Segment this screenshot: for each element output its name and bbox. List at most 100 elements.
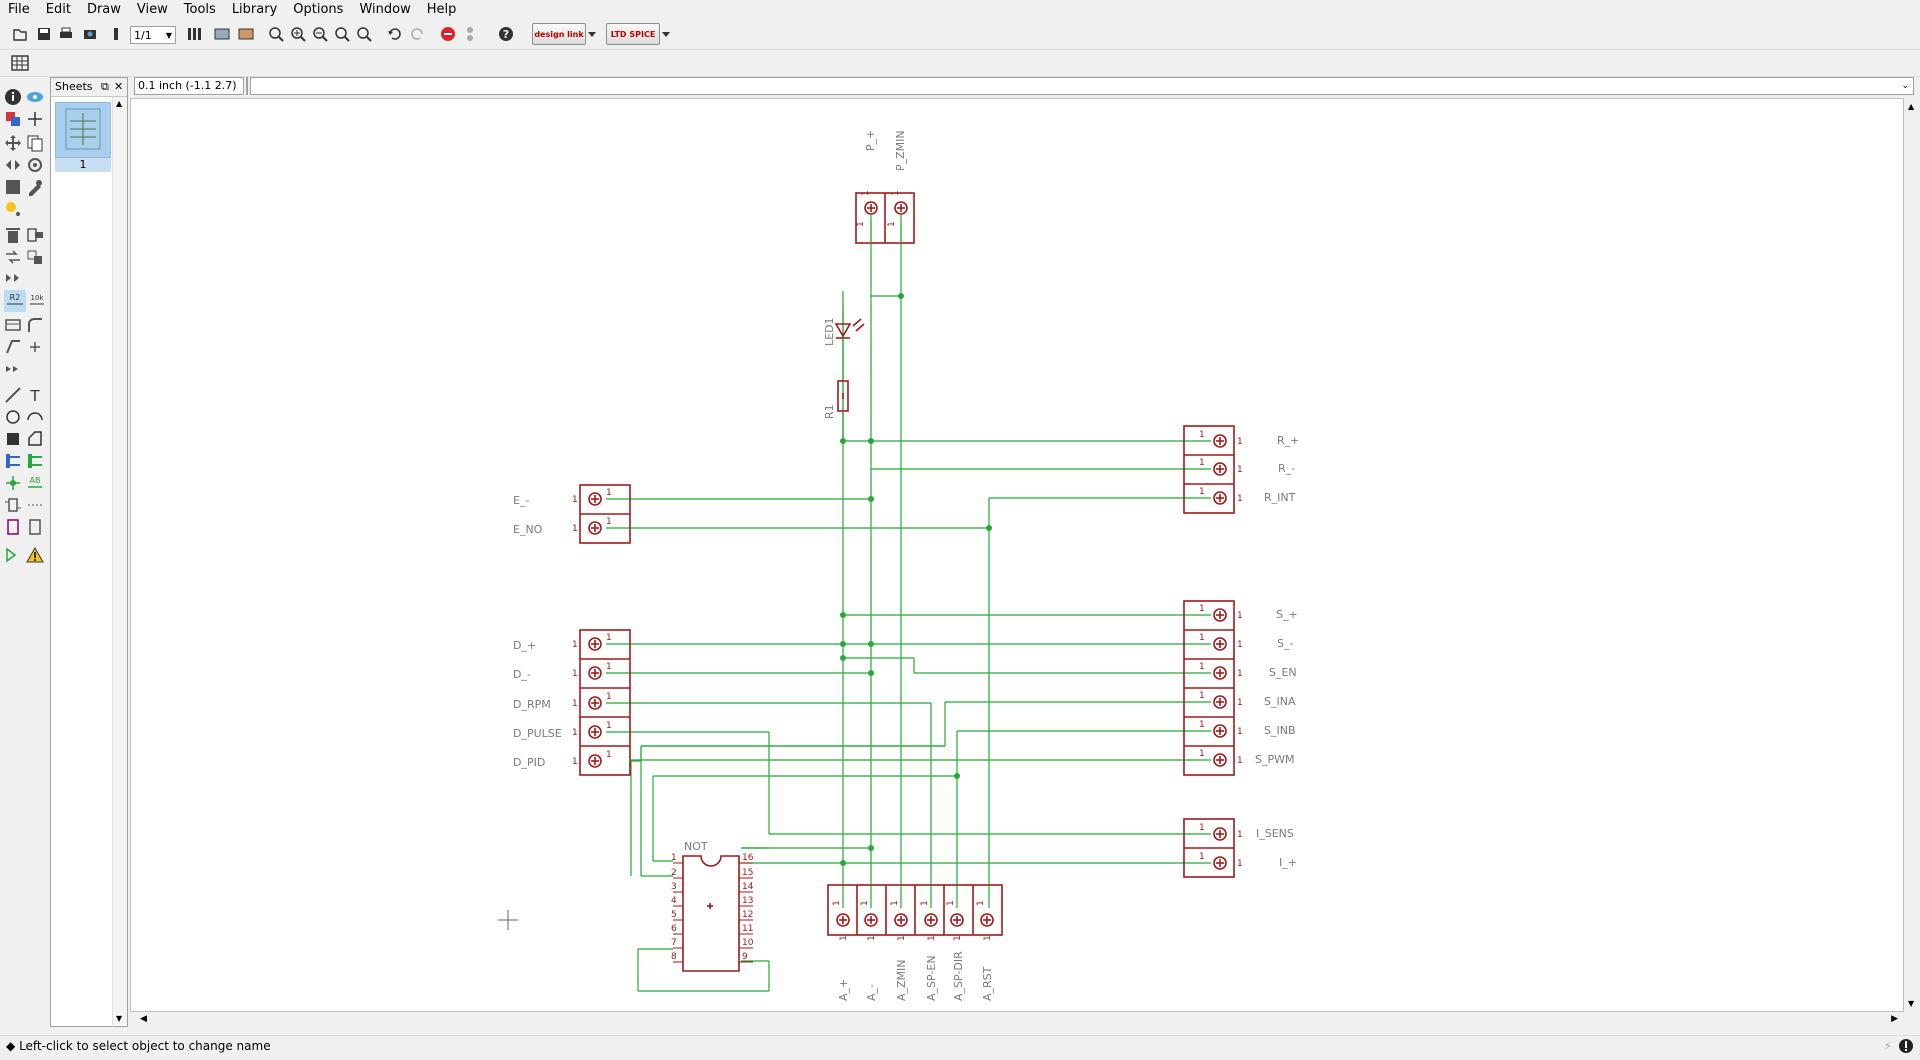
optimize-icon[interactable] [4,360,22,378]
grid-table-icon[interactable] [10,53,30,73]
help-icon[interactable]: ? [496,24,516,44]
menu-view[interactable]: View [136,2,168,17]
ic-not[interactable]: 1 2 3 4 5 6 7 8 16 15 14 13 12 11 10 9 [671,853,754,972]
schematic-canvas[interactable]: 1 1 1 1 P_+ P_ZMIN LED1 [130,98,1904,1012]
label-icon[interactable]: AB [26,474,44,492]
chevron-down-icon[interactable]: ⌄ [1901,81,1909,91]
dimension-icon[interactable] [26,496,44,514]
change-icon[interactable] [26,178,44,196]
connector-top[interactable]: 1 1 1 1 [855,190,915,244]
layer-icon[interactable] [236,24,256,44]
zoom-fit-icon[interactable] [266,24,286,44]
menu-tools[interactable]: Tools [183,2,216,17]
grid-icon[interactable] [212,24,232,44]
schematic-drawing[interactable]: 1 1 1 1 P_+ P_ZMIN LED1 [131,99,1904,1012]
scroll-down-icon[interactable]: ▼ [1908,999,1915,1008]
stop-status-icon[interactable] [1898,1038,1914,1060]
connector-d[interactable]: 1 1 1 1 1 1 1 1 1 1 [572,629,945,776]
group-icon[interactable] [4,178,22,196]
go-icon[interactable] [460,24,480,44]
rectangle-icon[interactable] [4,430,22,448]
smash-icon[interactable] [4,316,22,334]
nets[interactable] [606,221,1211,992]
r1[interactable] [837,380,849,441]
wire-icon[interactable] [4,386,22,404]
sheet-select[interactable]: 1/1▼ [130,26,176,44]
menu-help[interactable]: Help [426,2,457,17]
ltspice-dropdown-icon[interactable] [660,24,672,44]
frame-icon[interactable] [4,518,22,536]
attribute-icon[interactable] [4,496,22,514]
menu-library[interactable]: Library [231,2,278,17]
polygon-icon[interactable] [26,430,44,448]
redo-icon[interactable] [408,24,428,44]
connector-e[interactable]: 1 1 1 1 [572,484,631,544]
gateswap-icon[interactable] [4,270,22,288]
scroll-right-icon[interactable]: ▶ [1891,1014,1898,1024]
sheet-number[interactable]: 1 [55,158,111,172]
replace-icon[interactable] [26,248,44,266]
columns-icon[interactable] [184,24,204,44]
junction-icon[interactable] [4,474,22,492]
connector-r[interactable]: 1 1 1 1 1 1 [1183,425,1243,514]
value-icon[interactable]: 10k [28,292,46,310]
erc-icon[interactable] [4,546,22,564]
mark-icon[interactable] [26,110,44,128]
errors-icon[interactable] [26,546,44,564]
net-icon[interactable] [26,452,44,470]
paste-icon[interactable] [4,200,22,218]
ltspice-button[interactable]: LTD SPICE [606,23,660,45]
name-icon[interactable]: R2 [4,290,26,312]
mirror-icon[interactable] [4,156,22,174]
rotate-icon[interactable] [26,156,44,174]
info-icon[interactable] [4,88,22,106]
invoke-icon[interactable] [26,338,44,356]
sheet-thumbnail[interactable] [55,102,111,158]
command-input[interactable]: ⌄ [250,77,1914,95]
zoom-redraw-icon[interactable] [332,24,352,44]
stop-icon[interactable] [438,24,458,44]
save-icon[interactable] [34,24,54,44]
zoom-area-icon[interactable] [354,24,374,44]
move-icon[interactable] [4,134,22,152]
connector-a[interactable]: 1 1 1 1 1 1 1 1 1 1 1 1 [827,884,1003,941]
led1[interactable] [834,301,865,381]
menu-file[interactable]: File [8,2,30,17]
connector-i[interactable]: 1 1 1 1 [1183,818,1243,878]
menu-draw[interactable]: Draw [86,2,121,17]
text-icon[interactable]: T [26,386,44,404]
add-icon[interactable] [26,226,44,244]
board-switch-icon[interactable] [106,24,126,44]
cam-icon[interactable] [80,24,100,44]
connector-s[interactable]: 1 1 1 1 1 1 1 1 1 1 1 1 [1183,600,1243,776]
menu-window[interactable]: Window [359,2,411,17]
bus-icon[interactable] [4,452,22,470]
layers-icon[interactable] [4,110,22,128]
scroll-left-icon[interactable]: ◀ [140,1014,147,1024]
module-icon[interactable] [26,518,44,536]
menu-options[interactable]: Options [293,2,344,17]
miter-icon[interactable] [26,316,44,334]
print-icon[interactable] [56,24,76,44]
arc-icon[interactable] [26,408,44,426]
undo-icon[interactable] [384,24,404,44]
zoom-in-icon[interactable] [288,24,308,44]
copy-icon[interactable] [26,134,44,152]
sheets-scrollbar[interactable]: ▲ ▼ [112,97,127,1025]
float-icon[interactable]: ⧉ [101,80,109,93]
pin-number: 1 [861,190,871,196]
design-link-dropdown-icon[interactable] [586,24,598,44]
pinswap-icon[interactable] [4,248,22,266]
close-icon[interactable]: ✕ [114,80,124,93]
design-link-button[interactable]: design link [532,23,586,45]
split-icon[interactable] [4,338,22,356]
scroll-up-icon[interactable]: ▲ [1908,102,1915,111]
delete-icon[interactable] [4,226,22,244]
menu-edit[interactable]: Edit [45,2,71,17]
circle-icon[interactable] [4,408,22,426]
vertical-scrollbar[interactable]: ▲ ▼ [1904,98,1920,1012]
show-icon[interactable] [26,88,44,106]
zoom-out-icon[interactable] [310,24,330,44]
open-icon[interactable] [10,24,30,44]
horizontal-scrollbar[interactable]: ◀ ▶ [130,1012,1904,1028]
